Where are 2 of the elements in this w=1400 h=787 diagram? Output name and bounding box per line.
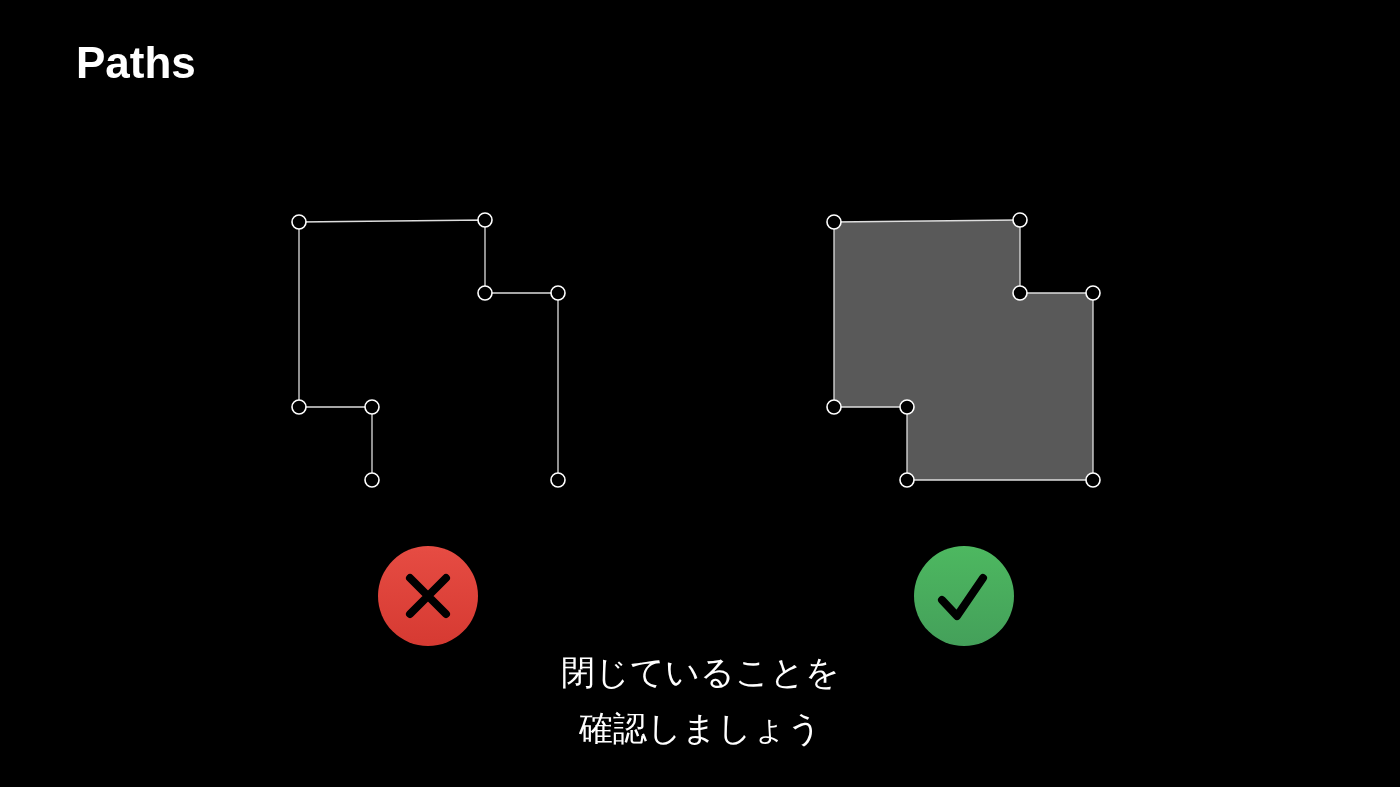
slide-title: Paths (76, 38, 196, 88)
subtitle-text: 閉じていることを確認しましょう (559, 651, 841, 750)
